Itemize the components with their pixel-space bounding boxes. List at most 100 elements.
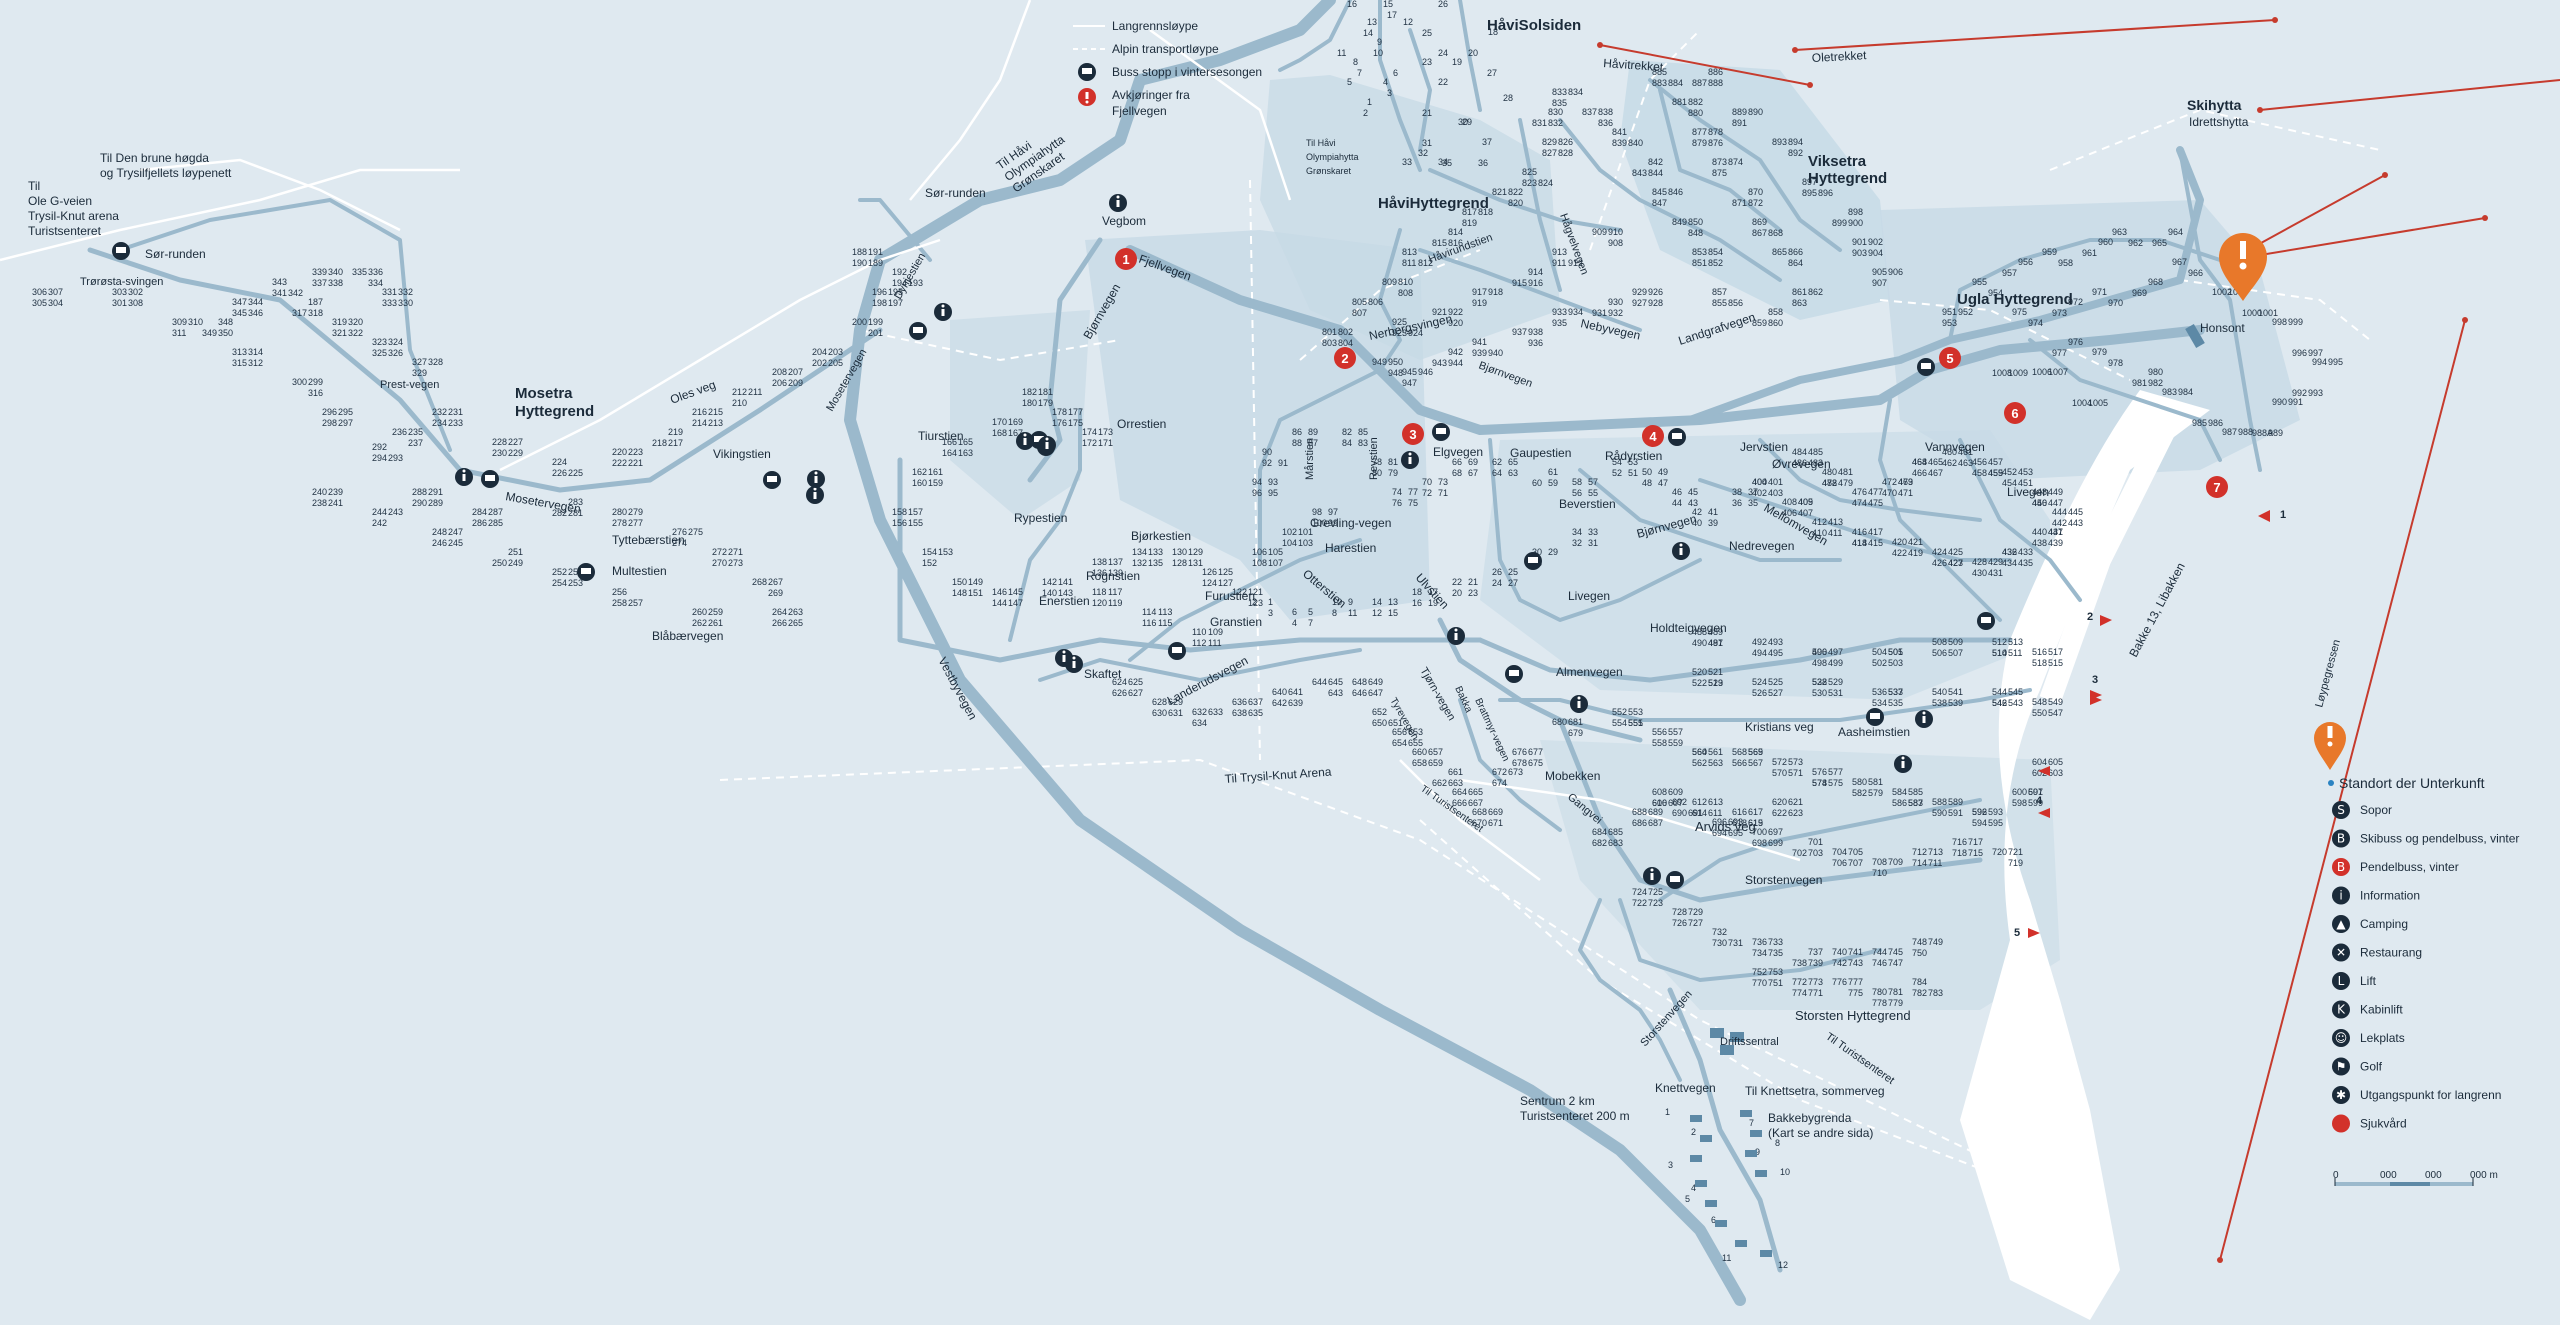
lot-number: 742: [1832, 958, 1847, 968]
lot-number: 536: [1872, 687, 1887, 697]
exit-marker-3[interactable]: 3: [1402, 423, 1424, 445]
exit-marker-7[interactable]: 7: [2206, 476, 2228, 498]
lot-number: 694: [1712, 828, 1727, 838]
lot-number: 448: [2032, 487, 2047, 497]
svg-text:Gaupestien: Gaupestien: [1510, 446, 1571, 460]
lot-number: 32: [1418, 148, 1428, 158]
lot-number: 573: [1788, 757, 1803, 767]
lot-number: 478: [1822, 478, 1837, 488]
lot-number: 440: [2032, 527, 2047, 537]
lot-number: 16: [1412, 598, 1422, 608]
lot-number: 524: [1752, 677, 1767, 687]
lot-number: 306: [32, 287, 47, 297]
lot-number: 5: [1347, 77, 1352, 87]
lot-number: 289: [428, 498, 443, 508]
lot-number: 715: [1968, 848, 1983, 858]
lot-number: 1: [1665, 1107, 1670, 1117]
lot-number: 875: [1712, 168, 1727, 178]
lot-number: 708: [1872, 857, 1887, 867]
lot-number: 707: [1848, 858, 1863, 868]
scale-bar: 0 000 000 000 m: [2333, 1170, 2498, 1186]
lot-number: 102: [1282, 527, 1297, 537]
lot-number: 477: [1868, 487, 1883, 497]
lot-number: 467: [1928, 468, 1943, 478]
exit-marker-6[interactable]: 6: [2004, 402, 2026, 424]
legend-item: ⚑Golf: [2332, 1057, 2383, 1076]
lot-number: 668: [1472, 807, 1487, 817]
info-icon: [2332, 886, 2350, 905]
svg-text:Arvids veg: Arvids veg: [1695, 819, 1756, 834]
lot-number: 492: [1752, 637, 1767, 647]
lot-number: 444: [2052, 507, 2067, 517]
lot-number: 503: [1888, 658, 1903, 668]
lot-number: 420: [1892, 537, 1907, 547]
lot-number: 180: [1022, 398, 1037, 408]
lot-number: 439: [2048, 538, 2063, 548]
lot-number: 257: [628, 598, 643, 608]
lot-number: 279: [628, 507, 643, 517]
lot-number: 510: [1992, 648, 2007, 658]
lot-number: 19: [1428, 598, 1438, 608]
svg-text:Rognstien: Rognstien: [1086, 569, 1140, 583]
lot-number: 894: [1788, 137, 1803, 147]
lot-number: 938: [1528, 327, 1543, 337]
lot-number: 273: [728, 558, 743, 568]
lot-number: 89: [1308, 427, 1318, 437]
lot-number: 724: [1632, 887, 1647, 897]
lot-number: 661: [1448, 767, 1463, 777]
lot-number: 854: [1708, 247, 1723, 257]
lot-number: 316: [308, 388, 323, 398]
lot-number: 671: [1488, 818, 1503, 828]
lot-number: 846: [1668, 187, 1683, 197]
lot-number: 99: [1328, 518, 1338, 528]
lot-number: 680: [1552, 717, 1567, 727]
lot-number: 669: [1488, 807, 1503, 817]
lot-number: 122: [1232, 587, 1247, 597]
lot-number: 308: [128, 298, 143, 308]
lot-number: 109: [1208, 627, 1223, 637]
lot-number: 647: [1368, 688, 1383, 698]
lot-number: 58: [1572, 477, 1582, 487]
lot-number: 35: [1442, 158, 1452, 168]
lot-number: 192: [892, 267, 907, 277]
lot-number: 224: [552, 457, 567, 467]
lot-number: 712: [1912, 847, 1927, 857]
exit-marker-4[interactable]: 4: [1642, 425, 1664, 447]
lot-number: 195: [888, 287, 903, 297]
lot-number: 245: [448, 538, 463, 548]
lot-number: 487: [1708, 638, 1723, 648]
lot-number: 199: [868, 317, 883, 327]
exit-marker-2[interactable]: 2: [1334, 347, 1356, 369]
bus-stops: [112, 242, 1995, 889]
lot-number: 22: [1438, 77, 1448, 87]
exit-marker-5[interactable]: 5: [1939, 347, 1961, 369]
lot-number: 771: [1808, 988, 1823, 998]
bus-icon: [2332, 829, 2350, 848]
lot-number: 587: [1908, 798, 1923, 808]
lot-number: 972: [2068, 297, 2083, 307]
lot-number: 145: [1008, 587, 1023, 597]
lot-number: 631: [1168, 708, 1183, 718]
lot-number: 569: [1748, 747, 1763, 757]
lot-number: 961: [2082, 248, 2097, 258]
lot-number: 1005: [2088, 398, 2108, 408]
lot-number: 165: [958, 437, 973, 447]
lot-number: 625: [1128, 677, 1143, 687]
lot-number: 563: [1708, 758, 1723, 768]
lot-number: 634: [1192, 718, 1207, 728]
lot-number: 304: [48, 298, 63, 308]
lot-number: 959: [2042, 247, 2057, 257]
lot-number: 533: [1888, 687, 1903, 697]
lot-number: 161: [928, 467, 943, 477]
lot-number: 746: [1872, 958, 1887, 968]
lot-number: 219: [668, 427, 683, 437]
lot-number: 908: [1608, 238, 1623, 248]
lot-number: 728: [1672, 907, 1687, 917]
lot-number: 566: [1732, 758, 1747, 768]
lot-number: 141: [1058, 577, 1073, 587]
accommodation-pin[interactable]: [2219, 233, 2267, 301]
exit-marker-1[interactable]: 1: [1115, 248, 1137, 270]
